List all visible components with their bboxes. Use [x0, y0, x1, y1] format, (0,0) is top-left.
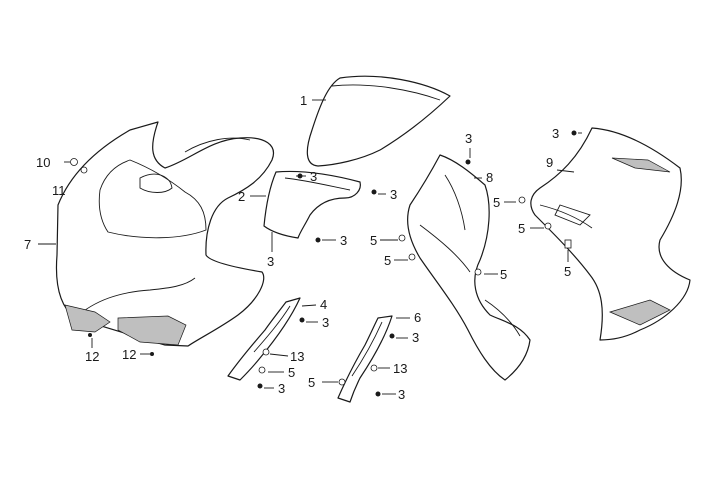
- part-left-side-fairing: [407, 154, 531, 381]
- callout-11: 11: [52, 183, 66, 198]
- callout-3: 3: [340, 233, 347, 248]
- clip-icon: [80, 166, 88, 174]
- part-front-upper-fairing: [55, 121, 274, 347]
- callout-13: 13: [290, 349, 304, 364]
- screw-icon: [315, 237, 321, 243]
- part-right-side-fairing: [530, 127, 691, 341]
- part-inner-frame: [263, 170, 361, 239]
- clip-icon: [338, 378, 346, 386]
- callout-3: 3: [278, 381, 285, 396]
- callout-5: 5: [500, 267, 507, 282]
- callout-12: 12: [122, 347, 136, 362]
- callout-4: 4: [320, 297, 327, 312]
- callout-5: 5: [308, 375, 315, 390]
- clip-icon: [258, 366, 266, 374]
- screw-icon: [88, 333, 92, 337]
- callout-5: 5: [384, 253, 391, 268]
- screw-icon: [371, 189, 377, 195]
- callout-5: 5: [288, 365, 295, 380]
- callout-10: 10: [36, 155, 50, 170]
- screw-icon: [375, 391, 381, 397]
- callout-5: 5: [564, 264, 571, 279]
- callout-6: 6: [414, 310, 421, 325]
- callout-3: 3: [267, 254, 274, 269]
- clip-icon: [518, 196, 526, 204]
- part-right-lower-bracket: [337, 315, 393, 403]
- screw-icon: [389, 333, 395, 339]
- callout-3: 3: [310, 169, 317, 184]
- callout-3: 3: [322, 315, 329, 330]
- callout-3: 3: [465, 131, 472, 146]
- clip-icon: [262, 348, 270, 356]
- callout-5: 5: [493, 195, 500, 210]
- part-left-lower-bracket: [227, 297, 301, 381]
- screw-icon: [465, 159, 471, 165]
- callout-3: 3: [552, 126, 559, 141]
- callout-3: 3: [390, 187, 397, 202]
- clip-icon: [564, 239, 572, 249]
- callout-5: 5: [518, 221, 525, 236]
- callout-13: 13: [393, 361, 407, 376]
- screw-icon: [571, 130, 577, 136]
- callout-3: 3: [398, 387, 405, 402]
- callout-5: 5: [370, 233, 377, 248]
- screw-icon: [150, 352, 154, 356]
- callout-labels: 1 2 3 3 3 3 3 3 3 3 3 3 3 4 5 5 5 5 5 5 …: [24, 93, 571, 402]
- clip-icon: [370, 364, 378, 372]
- clip-icon: [474, 268, 482, 276]
- leader-lines: [38, 99, 582, 395]
- part-windscreen: [306, 75, 451, 167]
- callout-12: 12: [85, 349, 99, 364]
- callout-2: 2: [238, 189, 245, 204]
- screw-icon: [257, 383, 263, 389]
- hardware-fasteners: [70, 130, 577, 397]
- callout-7: 7: [24, 237, 31, 252]
- clip-icon: [408, 253, 416, 261]
- callout-9: 9: [546, 155, 553, 170]
- clip-icon: [544, 222, 552, 230]
- callout-1: 1: [300, 93, 307, 108]
- screw-icon: [70, 158, 78, 166]
- screw-icon: [299, 317, 305, 323]
- callout-8: 8: [486, 170, 493, 185]
- callout-3: 3: [412, 330, 419, 345]
- clip-icon: [398, 234, 406, 242]
